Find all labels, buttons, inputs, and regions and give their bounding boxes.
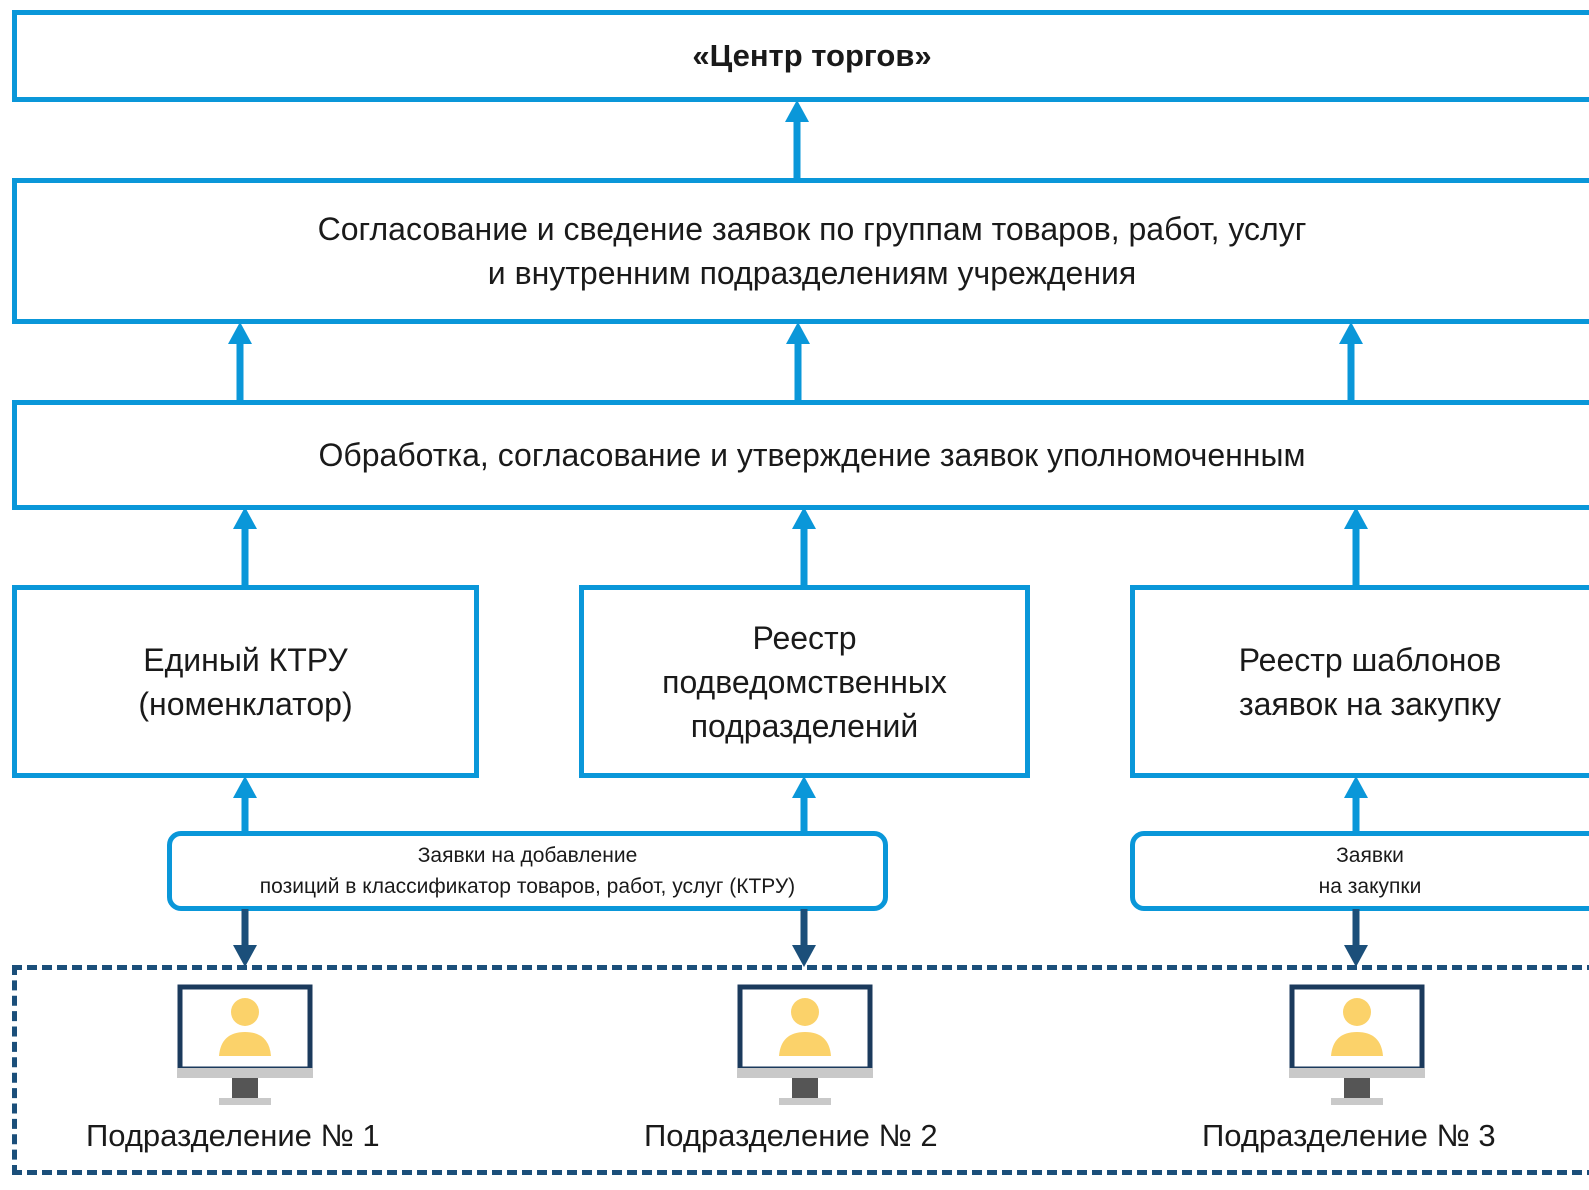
subdivisions-line-1: Реестр — [752, 619, 857, 656]
ktru-box: Единый КТРУ (номенклатор) — [12, 585, 479, 778]
user-monitor-icon — [737, 984, 873, 1108]
ktru-line-2: (номенклатор) — [138, 685, 353, 722]
arrow-request-to-registry — [791, 776, 817, 834]
department-1-label: Подразделение № 1 — [86, 1118, 380, 1153]
ktru-request-pill: Заявки на добавление позиций в классифик… — [167, 831, 888, 911]
consolidation-box: Согласование и сведение заявок по группа… — [12, 178, 1589, 324]
arrow-level3-to-level2-center — [785, 322, 811, 402]
arrow-level3-to-level2-left — [227, 322, 253, 402]
trade-center-box: «Центр торгов» — [12, 10, 1589, 102]
approval-text: Обработка, согласование и утверждение за… — [318, 437, 1306, 473]
templates-registry-box: Реестр шаблонов заявок на закупку — [1130, 585, 1589, 778]
consolidation-line-2: и внутренним подразделениям учреждения — [487, 255, 1137, 291]
subdivisions-registry-box: Реестр подведомственных подразделений — [579, 585, 1030, 778]
arrow-registry-to-approval — [791, 507, 817, 587]
templates-line-2: заявок на закупку — [1239, 685, 1501, 722]
arrow-level2-to-top — [784, 100, 810, 180]
ktru-request-line-1: Заявки на добавление — [417, 844, 638, 867]
arrow-down-dept-3 — [1343, 909, 1369, 967]
arrow-purchase-to-templates — [1343, 776, 1369, 834]
department-3-label: Подразделение № 3 — [1202, 1118, 1496, 1153]
purchase-request-line-1: Заявки — [1336, 844, 1404, 867]
ktru-request-line-2: позиций в классификатор товаров, работ, … — [259, 875, 796, 898]
arrow-templates-to-approval — [1343, 507, 1369, 587]
arrow-ktru-to-approval — [232, 507, 258, 587]
purchase-request-line-2: на закупки — [1318, 875, 1422, 898]
subdivisions-line-3: подразделений — [690, 707, 919, 744]
departments-area — [12, 965, 1589, 1175]
department-2-label: Подразделение № 2 — [644, 1118, 938, 1153]
arrow-down-dept-1 — [232, 909, 258, 967]
user-monitor-icon — [1289, 984, 1425, 1108]
trade-center-title: «Центр торгов» — [692, 38, 932, 73]
arrow-request-to-ktru — [232, 776, 258, 834]
ktru-line-1: Единый КТРУ — [143, 641, 348, 678]
templates-line-1: Реестр шаблонов — [1238, 641, 1502, 678]
arrow-level3-to-level2-right — [1338, 322, 1364, 402]
consolidation-line-1: Согласование и сведение заявок по группа… — [317, 211, 1307, 247]
arrow-down-dept-2 — [791, 909, 817, 967]
subdivisions-line-2: подведомственных — [662, 663, 947, 700]
user-monitor-icon — [177, 984, 313, 1108]
purchase-request-pill: Заявки на закупки — [1130, 831, 1589, 911]
approval-box: Обработка, согласование и утверждение за… — [12, 400, 1589, 510]
